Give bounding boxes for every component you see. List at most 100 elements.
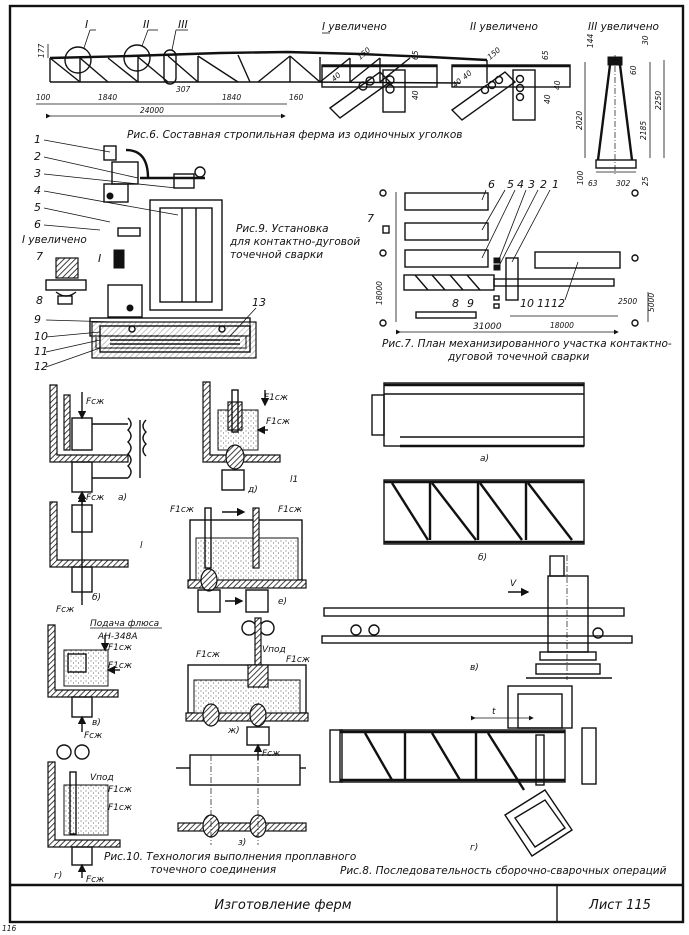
- drawing-label: Fсж: [262, 749, 281, 759]
- drawing-label: д): [247, 485, 258, 495]
- fig9-caption-line2: для контактно-дуговой: [229, 236, 360, 248]
- detail-I-dim-40b: 40: [411, 90, 420, 100]
- drawing-label: 1: [34, 133, 41, 146]
- fig10-labels: а) б) в) г) д) е) ж) з) Fсж Fсж Fсж Fсж …: [54, 393, 311, 885]
- detail-III-dim-60: 60: [629, 65, 638, 75]
- drawing-label: Vпод: [262, 645, 286, 655]
- drawing-label: F1сж: [108, 803, 133, 813]
- drawing-label: 2: [34, 150, 41, 163]
- drawing-label: t: [492, 707, 496, 717]
- drawing-label: 8: [452, 297, 459, 310]
- detail-III-dim-100: 100: [576, 170, 585, 185]
- fig6-truss: I II III 177 100 1840 307 1840 160 24000: [36, 18, 488, 119]
- fig8-labels: а) б) в) г) V t: [470, 454, 517, 853]
- detail-II-dim-150: 150: [486, 45, 503, 61]
- fig6-caption: Рис.6. Составная стропильная ферма из од…: [127, 129, 462, 141]
- sheet-frame: [8, 4, 685, 924]
- drawing-label: F1сж: [108, 661, 133, 671]
- drawing-label: 11: [34, 345, 48, 358]
- drawing-label: в): [470, 663, 479, 673]
- sheet-title: Изготовление ферм: [214, 898, 351, 913]
- callout-I-label: I: [85, 18, 88, 31]
- detail-III-title: III увеличено: [588, 21, 659, 33]
- fig10-subfigures: [47, 381, 309, 878]
- fig9-detail-label: I увеличено: [22, 234, 87, 246]
- drawing-label: 6: [34, 218, 41, 231]
- drawing-label: ж): [227, 726, 240, 736]
- detail-III-dim-2185: 2185: [639, 121, 648, 140]
- drawing-label: АН-348А: [97, 632, 138, 642]
- drawing-label: 8: [36, 294, 43, 307]
- fig7-dim-offset: 2500: [618, 297, 637, 306]
- detail-III-dim-302: 302: [616, 179, 631, 188]
- sheet-number: Лист 115: [588, 898, 651, 913]
- detail-II-dim-40b: 40: [461, 68, 474, 81]
- dim-left-offset: 100: [36, 93, 51, 102]
- drawing-label: F1сж: [196, 650, 221, 660]
- fig6-detail-II: II увеличено 150 40 40 65 40 40: [451, 21, 571, 121]
- drawing-label: 11: [537, 297, 551, 310]
- drawing-label: в): [92, 718, 101, 728]
- dim-span: 24000: [140, 106, 164, 115]
- callout-II-label: II: [143, 18, 150, 31]
- drawing-label: Fсж: [86, 397, 105, 407]
- drawing-label: Fсж: [84, 731, 103, 741]
- drawing-label: б): [478, 553, 487, 563]
- drawing-label: 13: [252, 296, 266, 309]
- corner-mark: 116: [2, 924, 17, 931]
- fig9-detail-marker: I: [98, 252, 101, 265]
- drawing-label: V: [510, 579, 517, 589]
- detail-III-dim-30: 30: [641, 35, 650, 45]
- fig6-detail-I: I увеличено 150 40 65 40: [321, 21, 438, 119]
- fig6-detail-III: III увеличено 144 30 60 2020 2185 2250 1…: [575, 21, 665, 188]
- drawing-label: е): [278, 597, 287, 607]
- detail-II-title: II увеличено: [470, 21, 538, 33]
- dim-panel-right: 1840: [222, 93, 241, 102]
- drawing-label: б): [92, 593, 101, 603]
- drawing-label: г): [54, 871, 62, 881]
- drawing-label: 2: [540, 178, 547, 191]
- detail-II-dim-40c: 40: [553, 80, 562, 90]
- callout-circle-III: [163, 49, 177, 85]
- drawing-label: а): [118, 493, 127, 503]
- detail-III-dim-2020: 2020: [575, 111, 584, 130]
- fig10-caption-line1: Рис.10. Технология выполнения проплавног…: [104, 851, 356, 863]
- fig7-callouts: 6 5 4 3 2 1 7 8 9 10 11 12: [367, 178, 565, 310]
- drawing-label: Подача флюса: [90, 619, 159, 629]
- dim-center: 307: [176, 85, 191, 94]
- detail-III-dim-63: 63: [588, 179, 598, 188]
- fig7-plan: [379, 189, 649, 335]
- detail-III-dim-25: 25: [641, 176, 650, 186]
- drawing-label: l1: [290, 475, 298, 485]
- drawing-label: 7: [36, 250, 43, 263]
- fig7-dim-length: 31000: [473, 322, 502, 332]
- fig7-dim-run: 18000: [550, 321, 574, 330]
- drawing-label: F1сж: [264, 393, 289, 403]
- detail-III-dim-144: 144: [586, 33, 595, 48]
- drawing-label: 5: [507, 178, 514, 191]
- fig7-dim-depth: 5000: [647, 293, 656, 312]
- fig9-caption-line1: Рис.9. Установка: [236, 223, 329, 235]
- drawing-label: 12: [551, 297, 565, 310]
- drawing-label: F1сж: [108, 643, 133, 653]
- fig9-installation: [45, 145, 257, 359]
- drawing-label: Fсж: [56, 605, 75, 615]
- fig9-caption-line3: точечной сварки: [230, 249, 323, 261]
- drawing-label: а): [480, 454, 489, 464]
- fig7-caption-line2: дуговой точечной сварки: [447, 351, 589, 363]
- fig7-dim-height: 18000: [375, 281, 384, 305]
- dim-panel-left: 1840: [98, 93, 117, 102]
- fig8-caption: Рис.8. Последовательность сборочно-сваро…: [340, 865, 667, 877]
- drawing-label: Vпод: [90, 773, 114, 783]
- detail-II-dim-65: 65: [541, 50, 550, 60]
- callout-circle-II: [123, 44, 151, 72]
- drawing-label: 4: [34, 184, 41, 197]
- detail-I-title: I увеличено: [322, 21, 387, 33]
- drawing-label: F1сж: [266, 417, 291, 427]
- detail-II-dim-40d: 40: [543, 94, 552, 104]
- drawing-label: з): [238, 838, 246, 848]
- dim-height: 177: [37, 43, 46, 58]
- drawing-label: F1сж: [108, 785, 133, 795]
- drawing-label: Fсж: [86, 493, 105, 503]
